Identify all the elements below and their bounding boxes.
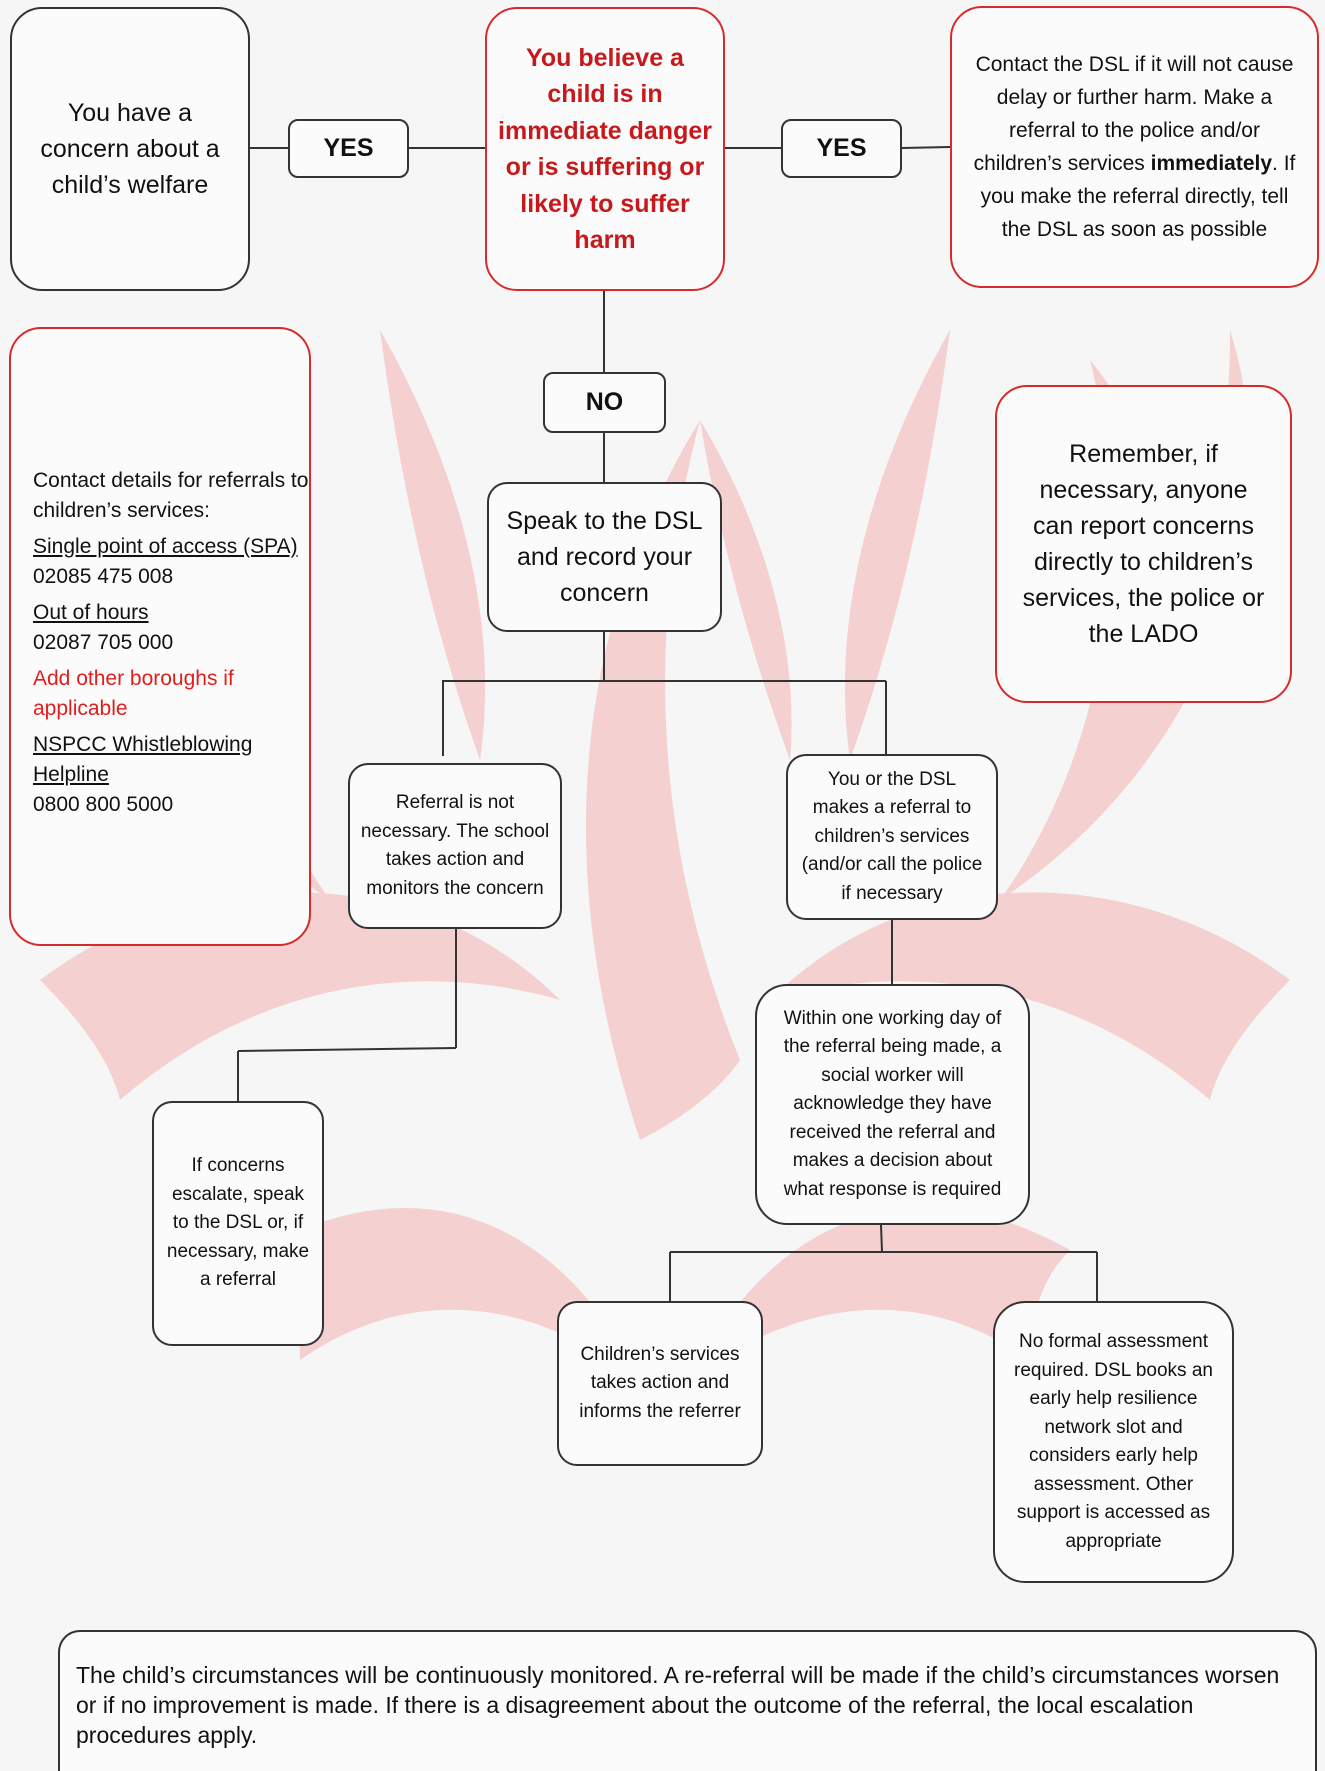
remember-text: Remember, if necessary, anyone can repor… [1022,440,1265,648]
out-of-hours-label: Out of hours [33,600,149,624]
speak-dsl-box: Speak to the DSL and record your concern [487,482,722,632]
immediate-danger-text: You believe a child is in immediate dang… [498,43,712,255]
nspcc-entry: NSPCC Whistleblowing Helpline 0800 800 50… [33,730,309,820]
footer-note-text: The child’s circumstances will be contin… [76,1662,1280,1748]
within-one-day-text: Within one working day of the referral b… [783,1007,1002,1200]
referral-not-necessary-box: Referral is not necessary. The school ta… [348,763,562,929]
footer-note-box: The child’s circumstances will be contin… [58,1630,1317,1771]
childrens-services-action-text: Children’s services takes action and inf… [579,1343,741,1422]
yes-right-text: YES [816,134,867,162]
childrens-services-action-box: Children’s services takes action and inf… [557,1301,763,1466]
no-formal-assessment-text: No formal assessment required. DSL books… [1014,1331,1213,1552]
contact-dsl-emphasis: immediately [1150,152,1273,175]
no-formal-assessment-box: No formal assessment required. DSL books… [993,1301,1234,1583]
yes-right-label: YES [781,119,902,178]
concern-box: You have a concern about a child’s welfa… [10,7,250,291]
concern-text: You have a concern about a child’s welfa… [40,99,220,199]
contact-dsl-box: Contact the DSL if it will not cause del… [950,6,1319,288]
within-one-day-box: Within one working day of the referral b… [755,984,1030,1225]
nspcc-number: 0800 800 5000 [33,792,174,816]
immediate-danger-box: You believe a child is in immediate dang… [485,7,725,291]
out-of-hours-entry: Out of hours 02087 705 000 [33,598,173,658]
other-boroughs-note: Add other boroughs if applicable [33,666,234,720]
spa-label: Single point of access (SPA) [33,534,298,558]
nspcc-label: NSPCC Whistleblowing Helpline [33,732,253,786]
contacts-intro: Contact details for referrals to childre… [33,468,309,522]
yes-left-label: YES [288,119,409,178]
spa-number: 02085 475 008 [33,564,174,588]
remember-box: Remember, if necessary, anyone can repor… [995,385,1292,703]
contact-dsl-part1: Contact the DSL if it will not cause del… [973,53,1294,175]
contacts-box: Contact details for referrals to childre… [9,327,311,946]
no-text: NO [585,388,624,416]
referral-not-necessary-text: Referral is not necessary. The school ta… [360,792,550,899]
contact-dsl-part2: . If you make the referral directly, tel… [980,152,1296,241]
yes-left-text: YES [323,134,374,162]
dsl-makes-referral-text: You or the DSL makes a referral to child… [801,768,983,904]
no-label: NO [543,372,666,433]
escalate-box: If concerns escalate, speak to the DSL o… [152,1101,324,1346]
contact-dsl-text: Contact the DSL if it will not cause del… [964,48,1305,246]
out-of-hours-number: 02087 705 000 [33,630,174,654]
dsl-makes-referral-box: You or the DSL makes a referral to child… [786,754,998,920]
escalate-text: If concerns escalate, speak to the DSL o… [166,1155,310,1291]
spa-entry: Single point of access (SPA) 02085 475 0… [33,532,309,592]
speak-dsl-text: Speak to the DSL and record your concern [506,507,703,607]
